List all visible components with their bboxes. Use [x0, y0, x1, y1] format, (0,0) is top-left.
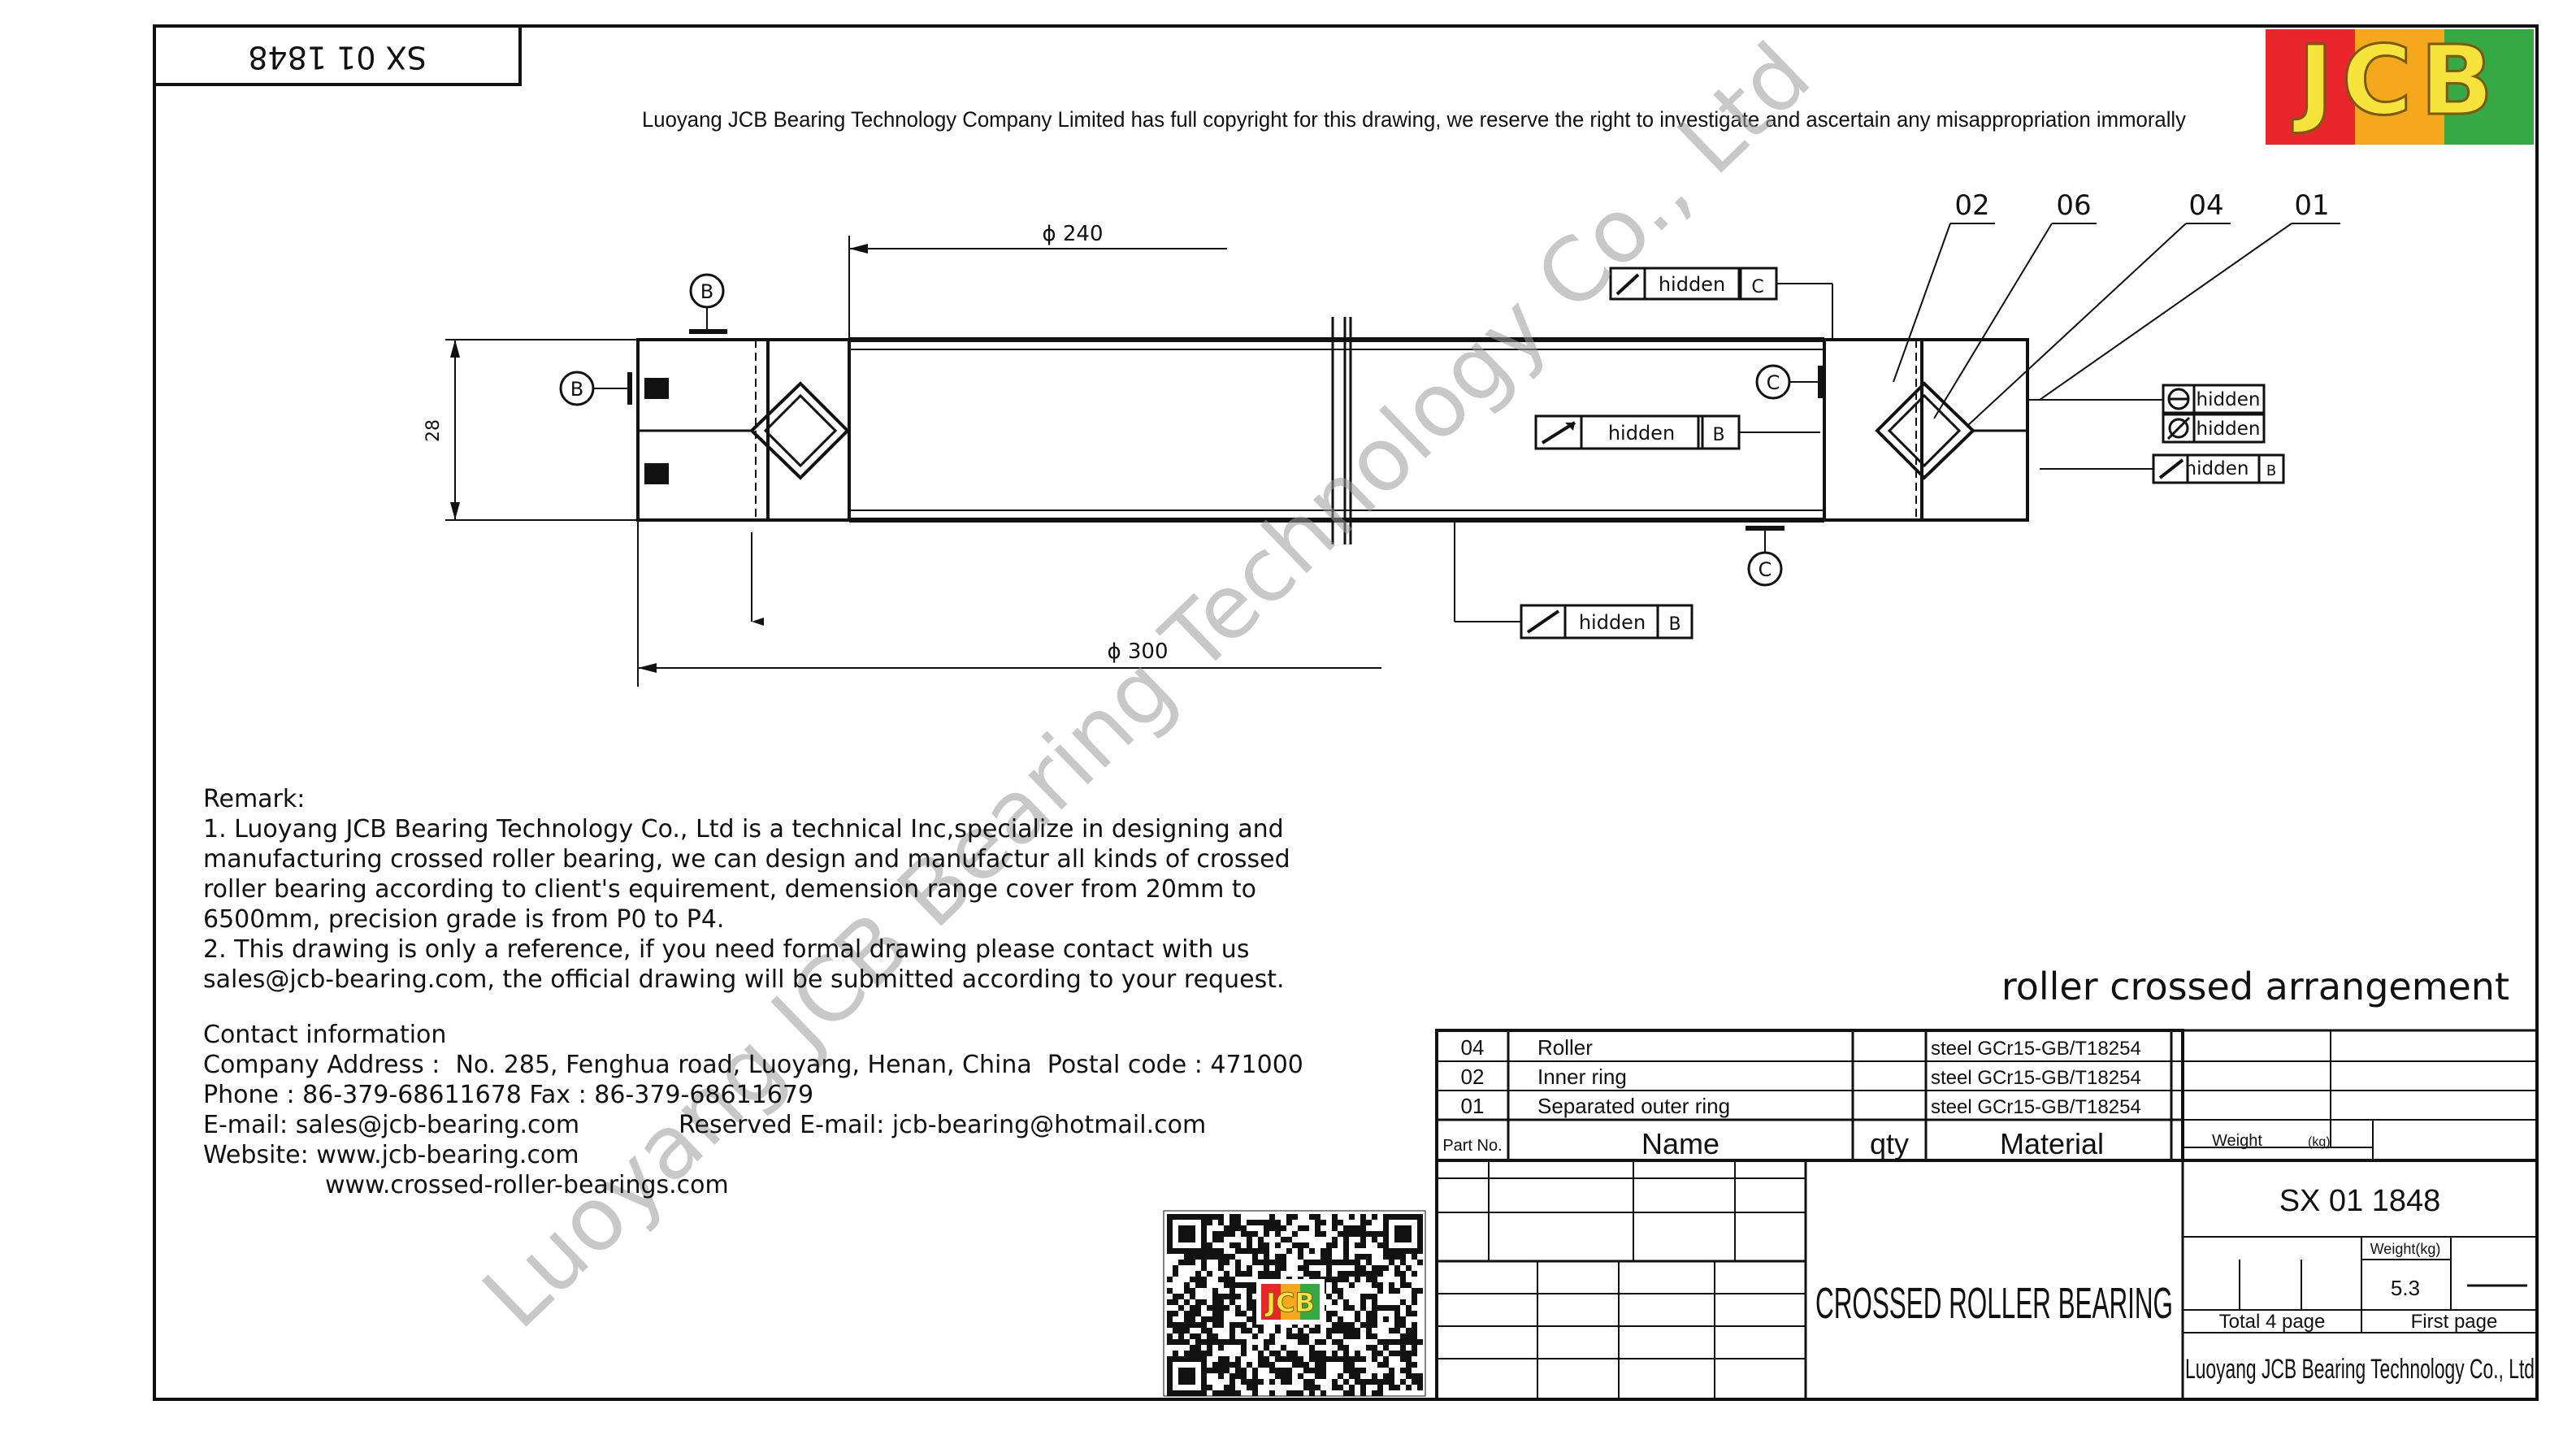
weight-header: Weight [2212, 1132, 2262, 1150]
svg-text:hidden: hidden [2185, 458, 2249, 479]
svg-text:hidden: hidden [2197, 418, 2261, 440]
svg-text:C: C [1751, 277, 1763, 297]
bom-table: 04 Roller steel GCr15-GB/T18254 02 Inner… [1435, 1029, 2184, 1162]
remark-line: 6500mm, precision grade is from P0 to P4… [203, 905, 725, 934]
remark-block: Remark: 1. Luoyang JCB Bearing Technolog… [203, 784, 1422, 995]
svg-text:B: B [570, 378, 583, 401]
bom-header-qty: qty [1870, 1127, 1909, 1160]
svg-text:B: B [1668, 614, 1680, 635]
contact-title: Contact information [203, 1021, 447, 1049]
bom-row-name: Roller [1537, 1035, 1593, 1060]
part-label-06: 06 [2056, 189, 2091, 222]
svg-text:C: C [1759, 558, 1772, 581]
title-grid-upper: Weight (kg) [2181, 1029, 2539, 1162]
inner-dia-text: ϕ 240 [1042, 222, 1103, 246]
model-text: SX 01 1848 [2279, 1184, 2441, 1218]
contact-reserved-email[interactable]: Reserved E-mail: jcb-bearing@hotmail.com [679, 1111, 1207, 1139]
svg-text:B: B [700, 280, 713, 303]
bom-row-name: Separated outer ring [1537, 1094, 1730, 1118]
dimension-height: 28 [423, 339, 638, 521]
contact-address: Company Address : No. 285, Fenghua road,… [203, 1051, 1303, 1079]
remark-line: sales@jcb-bearing.com, the official draw… [203, 965, 1285, 994]
remark-line: 2. This drawing is only a reference, if … [203, 935, 1250, 964]
remark-line: 1. Luoyang JCB Bearing Technology Co., L… [203, 815, 1284, 843]
svg-text:hidden: hidden [1579, 611, 1646, 634]
part-label-02: 02 [1954, 189, 1989, 222]
svg-text:hidden: hidden [2197, 389, 2261, 410]
copyright-notice: Luoyang JCB Bearing Technology Company L… [642, 107, 2186, 132]
part-leaders: 02 06 04 01 [1893, 189, 2340, 427]
weight-unit: (kg) [2308, 1135, 2331, 1149]
weight-value: 5.3 [2391, 1276, 2420, 1300]
remark-line: roller bearing according to client's equ… [203, 875, 1257, 904]
bom-row-no: 04 [1461, 1035, 1485, 1060]
logo-text: JCB [2292, 24, 2501, 137]
bom-header-name: Name [1641, 1127, 1720, 1160]
company-name: Luoyang JCB Bearing Technology Co., Ltd [2185, 1354, 2535, 1385]
bom-row-no: 01 [1461, 1094, 1485, 1118]
weight-label: Weight(kg) [2370, 1241, 2441, 1257]
svg-text:B: B [1712, 425, 1724, 445]
bom-row-material: steel GCr15-GB/T18254 [1931, 1096, 2141, 1118]
dimension-outer-dia: ϕ 300 [637, 520, 1381, 687]
datum-c-bottom: C [1746, 526, 1785, 587]
contact-website[interactable]: Website: www.jcb-bearing.com [203, 1141, 579, 1169]
tolerance-frame-b-right: hidden B [1534, 414, 1820, 450]
height-text: 28 [423, 419, 444, 442]
datum-b-left: B [559, 371, 632, 406]
jcb-logo: JCB [2266, 24, 2534, 145]
svg-text:hidden: hidden [1608, 422, 1675, 444]
contact-phone: Phone : 86-379-68611678 Fax : 86-379-686… [203, 1081, 814, 1109]
tolerance-frame-c: hidden C [1609, 267, 1833, 340]
contact-email[interactable]: E-mail: sales@jcb-bearing.com [203, 1111, 580, 1139]
svg-text:B: B [2266, 462, 2276, 479]
drawing-code-box [153, 24, 522, 86]
qr-code: JCB [1163, 1210, 1426, 1397]
contact-block: Contact information Company Address : No… [203, 1020, 1422, 1200]
tolerance-frame-b-bottom: hidden B [1454, 520, 1693, 640]
sheet-border [153, 24, 2539, 1401]
part-label-01: 01 [2294, 189, 2329, 222]
drawing-code-text: SX 01 1848 [248, 40, 426, 76]
tolerance-frames-right: hidden hidden hidden B [2027, 384, 2285, 484]
bom-row-material: steel GCr15-GB/T18254 [1931, 1038, 2141, 1060]
outer-dia-text: ϕ 300 [1107, 640, 1168, 664]
qr-logo-text: JCB [1264, 1287, 1315, 1318]
part-label-04: 04 [2188, 189, 2223, 222]
contact-website-2[interactable]: www.crossed-roller-bearings.com [325, 1171, 729, 1199]
datum-c-right: C [1755, 364, 1823, 400]
svg-text:hidden: hidden [1659, 273, 1725, 296]
bom-header-material: Material [2000, 1127, 2104, 1160]
datum-b-top: B [689, 273, 727, 334]
bom-row-name: Inner ring [1537, 1065, 1627, 1089]
bearing-section [636, 317, 2029, 544]
product-name: CROSSED ROLLER BEARING [1815, 1279, 2173, 1328]
current-page: First page [2411, 1311, 2498, 1333]
arrangement-title: roller crossed arrangement [2001, 965, 2509, 1008]
bom-header-part-no: Part No. [1442, 1137, 1502, 1155]
bom-row-no: 02 [1461, 1065, 1485, 1089]
remark-line: manufacturing crossed roller bearing, we… [203, 845, 1290, 874]
total-pages: Total 4 page [2219, 1311, 2326, 1333]
svg-text:C: C [1767, 371, 1780, 394]
title-block: SX 01 1848 Weight(kg) 5.3 CROSSED ROLLER… [1435, 1159, 2539, 1401]
remark-title: Remark: [203, 785, 306, 813]
dimension-inner-dia: ϕ 240 [848, 222, 1227, 340]
bom-row-material: steel GCr15-GB/T18254 [1931, 1067, 2141, 1089]
